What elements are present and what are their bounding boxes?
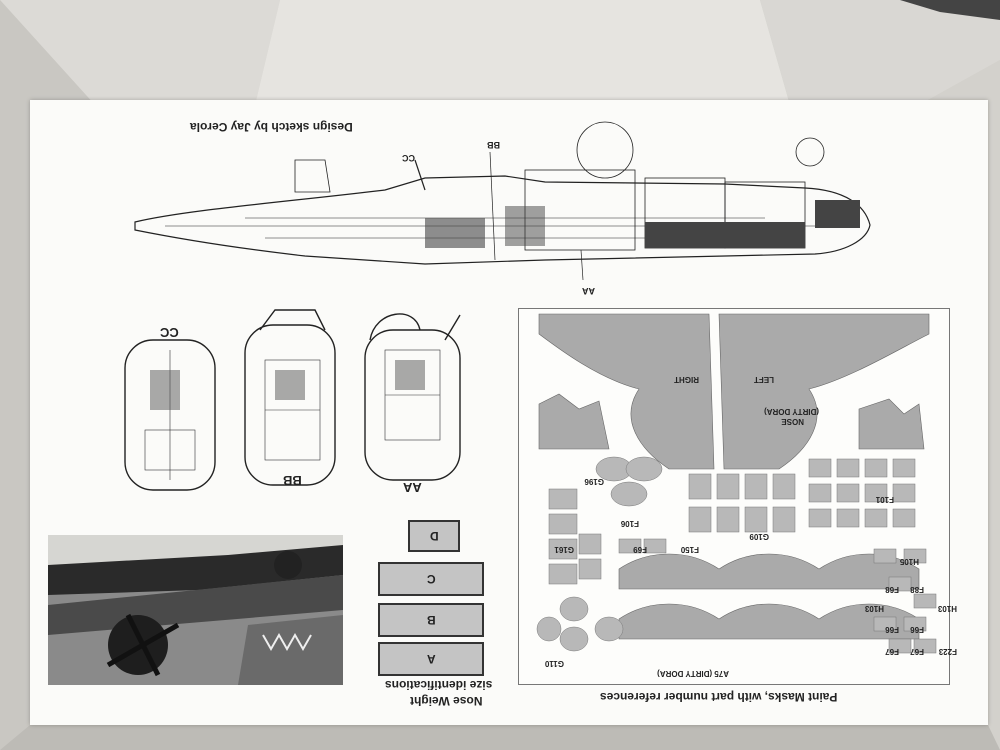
mask-label-right: RIGHT bbox=[674, 375, 699, 384]
mask-part-f101: F101 bbox=[875, 495, 894, 504]
mask-part-f67-a: F67 bbox=[885, 647, 899, 656]
mask-part-f150: F150 bbox=[680, 545, 699, 554]
weight-box-d: D bbox=[408, 520, 460, 552]
mask-part-g161: G161 bbox=[554, 545, 574, 554]
cut-marker-bb: BB bbox=[487, 140, 500, 150]
mask-part-f66-a: F66 bbox=[885, 625, 899, 634]
section-label-aa: AA bbox=[403, 480, 422, 495]
nose-weight-subtitle: size identifications bbox=[385, 678, 493, 692]
mask-part-h105: H105 bbox=[899, 557, 919, 566]
nose-weight-title: Nose Weight bbox=[410, 694, 483, 708]
paint-masks-title: Paint Masks, with part number references bbox=[600, 690, 838, 704]
mask-label-left: LEFT bbox=[754, 375, 774, 384]
mask-label-nose: NOSE bbox=[781, 417, 804, 426]
weight-box-c: C bbox=[378, 562, 484, 596]
mask-part-f106: F106 bbox=[620, 519, 639, 528]
weight-box-a: A bbox=[378, 642, 484, 676]
mask-part-f68: F68 bbox=[885, 585, 899, 594]
cut-marker-cc: CC bbox=[402, 153, 415, 163]
section-label-cc: CC bbox=[160, 325, 179, 340]
aircraft-photo bbox=[48, 535, 343, 685]
mask-part-f69: F69 bbox=[633, 545, 647, 554]
fuselage-cutaway: BB CC AA bbox=[134, 121, 871, 296]
mask-part-h103-a: H103 bbox=[864, 604, 884, 613]
mask-part-f67-b: F67 bbox=[910, 647, 924, 656]
section-aa-drawing bbox=[364, 329, 461, 481]
mask-part-f88: F88 bbox=[910, 585, 924, 594]
instruction-sheet: Design sketch by Jay Cerola BB CC bbox=[30, 100, 988, 725]
mask-part-h103-b: H103 bbox=[937, 604, 957, 613]
mask-label-a75: A75 (DIRTY DORA) bbox=[657, 669, 729, 678]
mask-part-g109: G109 bbox=[749, 532, 769, 541]
mask-part-g196: G196 bbox=[584, 477, 604, 486]
paint-mask-panel: LEFT RIGHT NOSE (DIRTY DORA) A75 (DIRTY … bbox=[518, 308, 957, 685]
mask-label-nose-sub: (DIRTY DORA) bbox=[764, 407, 819, 416]
section-label-bb: BB bbox=[283, 473, 302, 488]
section-bb-drawing bbox=[244, 324, 336, 486]
weight-box-b: B bbox=[378, 603, 484, 637]
section-cc-drawing bbox=[124, 339, 216, 491]
mask-part-g110: G110 bbox=[544, 659, 564, 668]
cross-sections bbox=[124, 309, 461, 491]
cut-marker-aa: AA bbox=[582, 286, 595, 296]
mask-part-f66-b: F66 bbox=[910, 625, 924, 634]
mask-part-f223: F223 bbox=[938, 647, 957, 656]
paint-mask-drawing: LEFT RIGHT NOSE (DIRTY DORA) A75 (DIRTY … bbox=[536, 313, 957, 678]
